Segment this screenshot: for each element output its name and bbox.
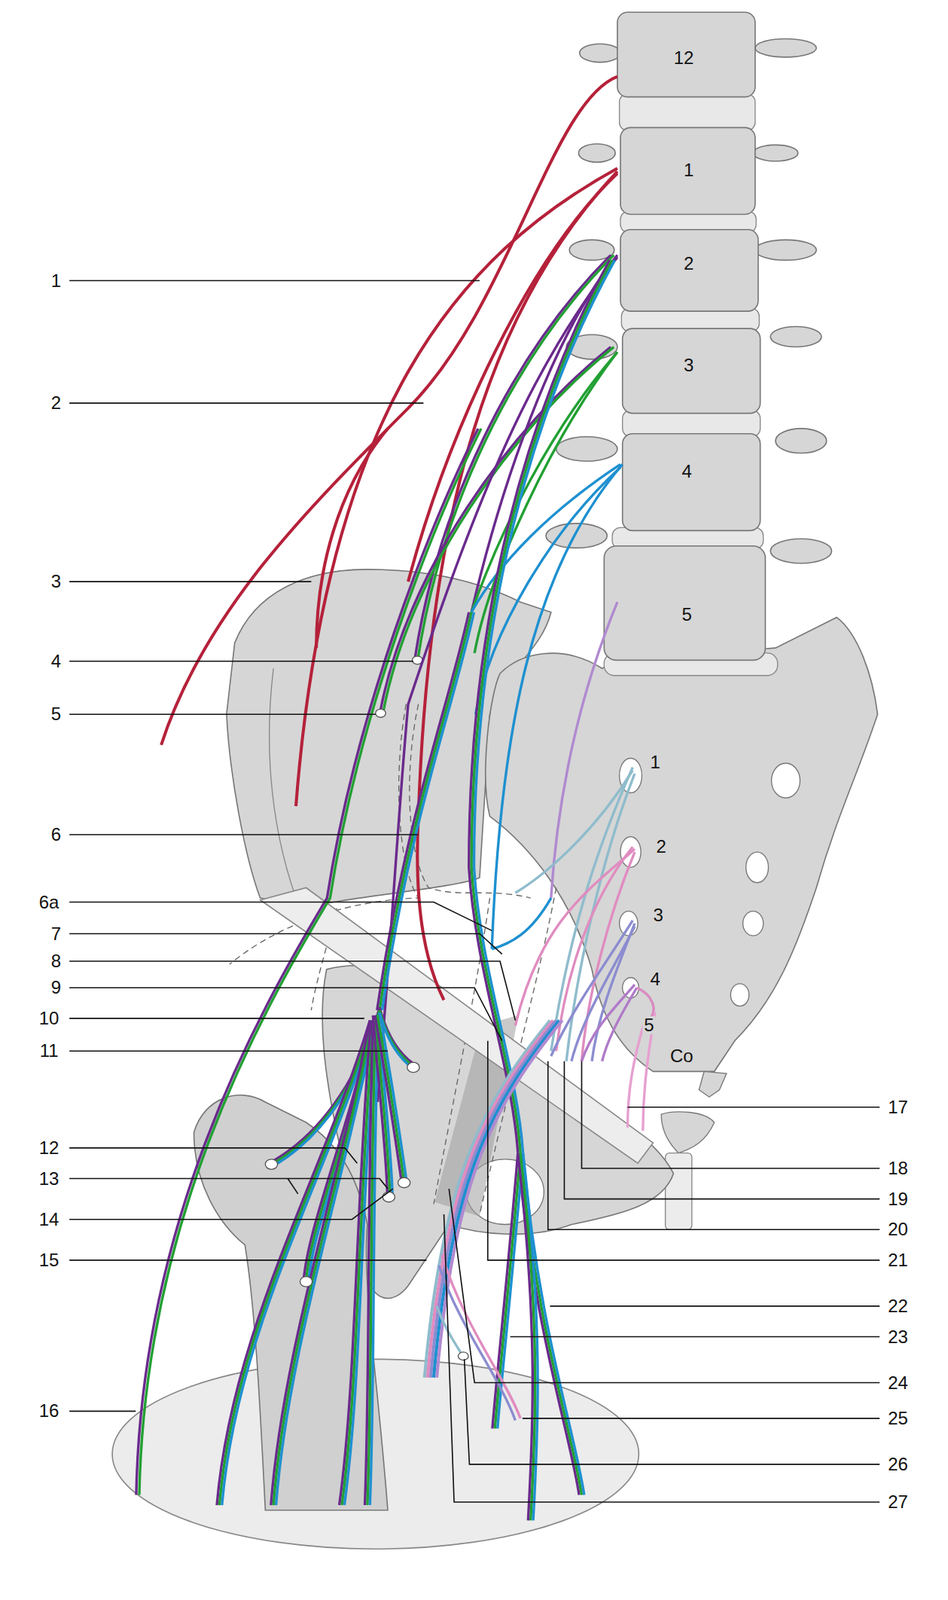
callout-number: 16 — [39, 1401, 60, 1420]
callout-number: 13 — [39, 1169, 60, 1188]
callout-number: 1 — [51, 271, 61, 290]
callout-number: 11 — [39, 1041, 59, 1060]
vertebra-number: 1 — [683, 161, 694, 180]
callout-number: 24 — [887, 1373, 909, 1392]
sacral-foramen-number: 3 — [651, 905, 665, 924]
callout-number: 12 — [39, 1138, 60, 1157]
sacral-foramen-number: 2 — [655, 837, 668, 856]
callout-number: 6a — [39, 893, 60, 912]
callout-number: 26 — [887, 1454, 909, 1473]
callout-number: 6 — [51, 825, 61, 844]
callout-number: 18 — [887, 1158, 909, 1177]
vertebra-number: 2 — [683, 254, 694, 273]
vertebra-number: 5 — [681, 605, 692, 624]
callout-number: 19 — [887, 1189, 909, 1208]
callout-number: 27 — [887, 1492, 909, 1511]
callout-number: 8 — [51, 951, 61, 970]
sacral-foramen-number: 1 — [648, 752, 662, 772]
callout-number: 5 — [51, 704, 61, 723]
callout-number: 25 — [887, 1408, 909, 1427]
callout-number: 21 — [887, 1250, 909, 1269]
callout-number: 14 — [39, 1210, 60, 1229]
sacral-foramen-number: Co — [668, 1046, 695, 1065]
callout-number: 7 — [51, 924, 61, 943]
callout-number: 10 — [39, 1008, 60, 1028]
callout-number: 17 — [887, 1097, 909, 1116]
callout-number: 4 — [51, 652, 61, 671]
sacral-foramen-number: 4 — [648, 969, 662, 988]
vertebra-number: 4 — [681, 462, 692, 481]
callout-number: 23 — [887, 1327, 909, 1346]
vertebra-number: 3 — [683, 356, 694, 375]
sacral-foramen-number: 5 — [642, 1015, 656, 1034]
callout-number: 20 — [887, 1219, 909, 1238]
vertebra-number: 12 — [673, 48, 695, 68]
callout-number: 2 — [51, 393, 61, 412]
callout-number: 22 — [887, 1296, 909, 1315]
callout-number: 9 — [51, 978, 61, 997]
callout-number: 15 — [39, 1250, 60, 1269]
callout-number: 3 — [51, 572, 61, 591]
